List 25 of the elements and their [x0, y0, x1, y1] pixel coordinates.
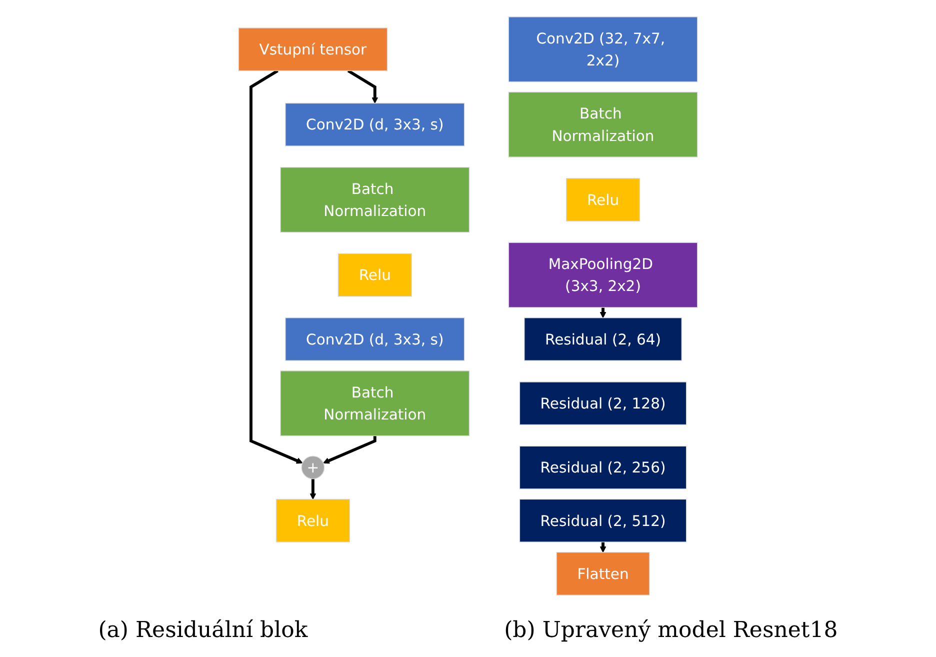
node-circle: + [301, 456, 325, 480]
figure-caption: (b) Upravený model Resnet18 [504, 618, 838, 643]
arrow [347, 69, 378, 104]
node-box: Batch Normalization [280, 166, 470, 233]
node-box: Batch Normalization [280, 370, 470, 436]
node-box: Residual (2, 256) [519, 446, 687, 490]
node-box: Flatten [556, 552, 650, 596]
node-box: Batch Normalization [508, 92, 698, 158]
node-box: Conv2D (d, 3x3, s) [285, 317, 465, 361]
node-box: Relu [566, 178, 640, 222]
node-box: Residual (2, 512) [519, 498, 687, 542]
arrow [310, 478, 316, 500]
figure-caption: (a) Residuální blok [98, 618, 308, 643]
node-box: MaxPooling2D (3x3, 2x2) [508, 242, 698, 308]
node-box: Residual (2, 64) [524, 317, 682, 361]
arrow [600, 307, 606, 318]
node-box: Relu [338, 253, 412, 297]
node-box: Vstupní tensor [238, 28, 388, 72]
node-box: Relu [276, 498, 350, 542]
node-box: Conv2D (d, 3x3, s) [285, 102, 465, 146]
node-box: Conv2D (32, 7x7, 2x2) [508, 16, 698, 82]
arrow [323, 436, 376, 464]
arrow [250, 69, 303, 464]
node-box: Residual (2, 128) [519, 382, 687, 426]
arrow [600, 542, 606, 553]
